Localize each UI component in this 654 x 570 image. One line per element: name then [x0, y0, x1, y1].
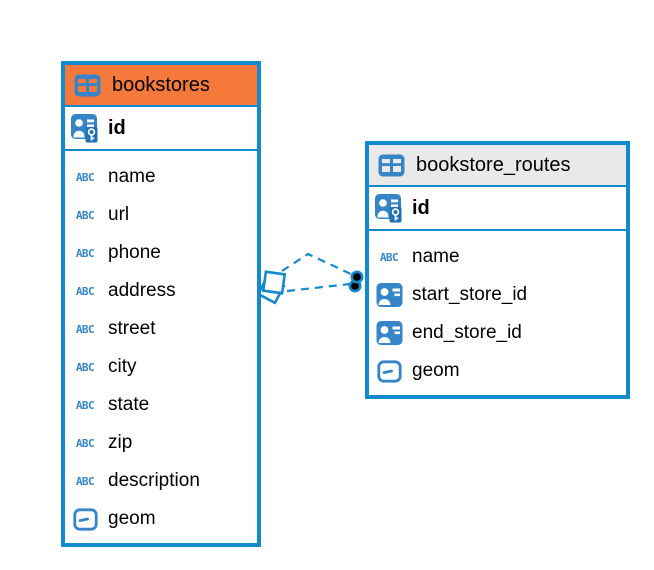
column-list: ABC name start_store_id end_store_id geo…: [369, 231, 626, 390]
text-type-icon: ABC: [75, 170, 95, 184]
column-row[interactable]: ABC zip: [65, 424, 257, 462]
column-name: state: [108, 394, 150, 415]
column-name: end_store_id: [412, 322, 522, 343]
column-name: description: [108, 470, 200, 491]
column-row-id[interactable]: id: [65, 107, 257, 151]
text-type-icon: ABC: [75, 474, 95, 488]
column-row[interactable]: ABC state: [65, 386, 257, 424]
table-icon: [376, 154, 406, 177]
text-type-icon: ABC: [75, 246, 95, 260]
column-row-id[interactable]: id: [369, 187, 626, 231]
geometry-type-icon: [70, 508, 100, 531]
column-name: city: [108, 356, 137, 377]
column-name: url: [108, 204, 130, 225]
table-title: bookstore_routes: [416, 153, 571, 176]
column-row[interactable]: start_store_id: [369, 276, 626, 314]
column-name: start_store_id: [412, 284, 528, 305]
dot-markers: [348, 270, 364, 293]
text-type-icon: ABC: [75, 322, 95, 336]
entity-bookstore-routes[interactable]: bookstore_routes id ABC name start_store…: [365, 141, 630, 399]
relationship-connector[interactable]: [256, 252, 364, 305]
column-row[interactable]: ABC name: [369, 238, 626, 276]
text-type-icon: ABC: [75, 360, 95, 374]
geometry-type-icon: [374, 360, 404, 383]
column-name: name: [108, 166, 156, 187]
column-name: id: [108, 116, 126, 139]
column-row[interactable]: geom: [65, 500, 257, 538]
column-name: id: [412, 196, 430, 219]
text-type-icon: ABC: [75, 208, 95, 222]
table-title: bookstores: [112, 73, 210, 96]
column-name: name: [412, 246, 460, 267]
column-row[interactable]: ABC description: [65, 462, 257, 500]
text-type-icon: ABC: [75, 436, 95, 450]
column-name: phone: [108, 242, 161, 263]
relationship-line-lower[interactable]: [286, 282, 351, 293]
relationship-line-upper[interactable]: [281, 252, 354, 276]
column-row[interactable]: ABC street: [65, 310, 257, 348]
entity-bookstores[interactable]: bookstores id ABC name ABC url ABC phone…: [61, 61, 261, 547]
text-type-icon: ABC: [379, 250, 399, 264]
column-row[interactable]: end_store_id: [369, 314, 626, 352]
reference-id-icon: [374, 283, 404, 307]
text-type-icon: ABC: [75, 398, 95, 412]
column-row[interactable]: ABC address: [65, 272, 257, 310]
text-type-icon: ABC: [75, 284, 95, 298]
column-row[interactable]: geom: [369, 352, 626, 390]
column-row[interactable]: ABC name: [65, 158, 257, 196]
reference-id-icon: [374, 321, 404, 345]
primary-key-icon: [70, 113, 100, 143]
diamond-marker: [256, 270, 287, 305]
table-header-bookstores[interactable]: bookstores: [65, 65, 257, 107]
column-name: street: [108, 318, 156, 339]
column-row[interactable]: ABC url: [65, 196, 257, 234]
column-name: zip: [108, 432, 133, 453]
table-header-bookstore-routes[interactable]: bookstore_routes: [369, 145, 626, 187]
column-row[interactable]: ABC phone: [65, 234, 257, 272]
column-list: ABC name ABC url ABC phone ABC address A…: [65, 151, 257, 538]
column-name: geom: [108, 508, 156, 529]
column-name: geom: [412, 360, 460, 381]
column-name: address: [108, 280, 176, 301]
primary-key-icon: [374, 193, 404, 223]
column-row[interactable]: ABC city: [65, 348, 257, 386]
table-icon: [72, 74, 102, 97]
